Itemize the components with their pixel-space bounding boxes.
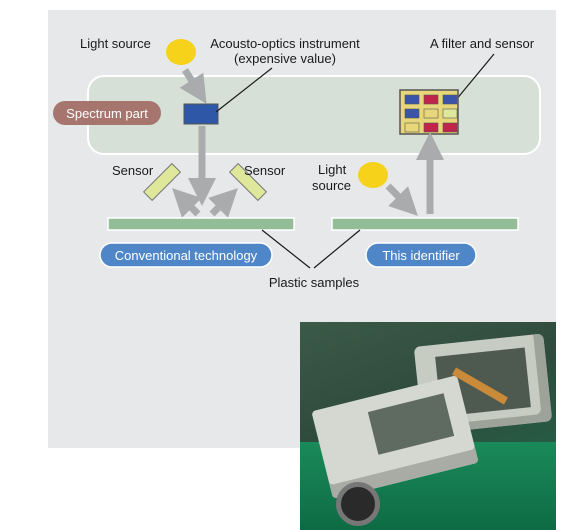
light-source-top-icon bbox=[166, 39, 196, 65]
sensor-right-icon bbox=[228, 162, 268, 202]
spectrum-part-pill bbox=[53, 101, 161, 125]
filter-cell bbox=[404, 122, 420, 133]
filter-cell bbox=[423, 108, 439, 119]
identifier-label: This identifier bbox=[382, 248, 460, 263]
ao-instrument-label-line1: Acousto-optics instrument bbox=[210, 36, 360, 51]
arrow-to-sensor-right bbox=[208, 188, 238, 218]
identifier-pill bbox=[365, 242, 477, 268]
filter-cell bbox=[423, 122, 439, 133]
ao-instrument-leader bbox=[215, 67, 273, 113]
arrow-light-to-instrument bbox=[179, 68, 207, 104]
filter-cell bbox=[442, 108, 458, 119]
ao-instrument-label-line2: (expensive value) bbox=[234, 51, 336, 66]
conventional-pill bbox=[99, 242, 273, 268]
filter-grid bbox=[404, 94, 458, 133]
plastic-samples-label: Plastic samples bbox=[269, 275, 360, 290]
plastic-samples-leader-right bbox=[313, 229, 361, 269]
spectrum-part-label: Spectrum part bbox=[66, 106, 148, 121]
light-source-right-label-1: Light bbox=[318, 162, 347, 177]
sensor-left-icon bbox=[142, 162, 182, 202]
filter-cell bbox=[404, 108, 420, 119]
conventional-label: Conventional technology bbox=[115, 248, 258, 263]
plastic-sample-left bbox=[107, 217, 295, 231]
plastic-samples-leader-left bbox=[261, 229, 311, 269]
arrow-to-sensor-left bbox=[172, 188, 202, 218]
arrow-light-to-sample-right bbox=[385, 183, 418, 216]
acousto-optics-instrument-icon bbox=[183, 103, 219, 125]
device-photo bbox=[300, 322, 556, 530]
light-source-top-label: Light source bbox=[80, 36, 151, 51]
sensor-left-label: Sensor bbox=[112, 163, 154, 178]
filter-cell bbox=[423, 94, 439, 105]
filter-sensor-label: A filter and sensor bbox=[430, 36, 535, 51]
filter-cell bbox=[442, 94, 458, 105]
filter-cell bbox=[404, 94, 420, 105]
light-source-right-label-2: source bbox=[312, 178, 351, 193]
plastic-sample-right bbox=[331, 217, 519, 231]
sensor-right-label: Sensor bbox=[244, 163, 286, 178]
filter-cell bbox=[442, 122, 458, 133]
light-source-right-icon bbox=[358, 162, 388, 188]
